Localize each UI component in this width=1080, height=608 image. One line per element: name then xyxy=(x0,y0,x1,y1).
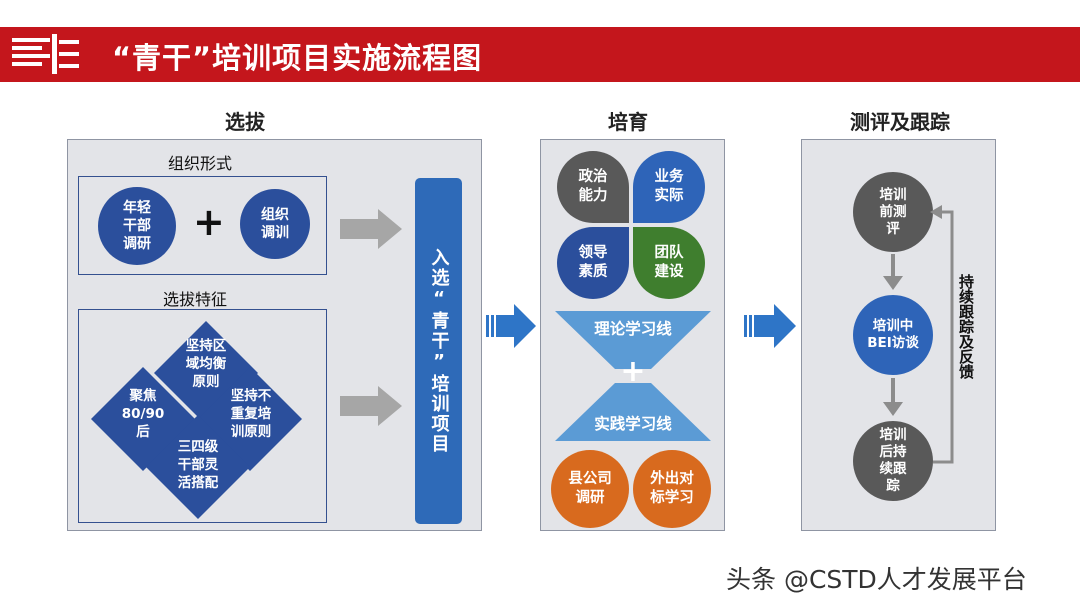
features-diamonds xyxy=(91,321,302,519)
feature-focus-80-90: 聚焦 80/90 后 xyxy=(121,388,165,440)
entry-banner-text: 入选“青干”培训项目 xyxy=(428,248,450,454)
entry-banner: 入选“青干”培训项目 xyxy=(415,178,462,524)
petal-team-building: 团队 建设 xyxy=(633,227,705,299)
petal-leadership-quality: 领导 素质 xyxy=(557,227,629,299)
feedback-loop-arrow xyxy=(930,205,954,464)
theory-line-label: 理论学习线 xyxy=(594,320,672,338)
arrow-right-icon xyxy=(486,304,536,348)
feature-no-repeat: 坚持不 重复培 训原则 xyxy=(230,388,272,440)
org-form-item-youth-research: 年轻 干部 调研 xyxy=(98,187,176,265)
county-company-research: 县公司 调研 xyxy=(551,450,629,528)
arrow-right-icon xyxy=(340,386,402,426)
header-bar xyxy=(0,27,1080,82)
diamond-flexible-mix xyxy=(146,415,250,519)
evaluation-title: 测评及跟踪 xyxy=(850,110,950,134)
plus-sign: + xyxy=(193,200,225,244)
practice-line-label: 实践学习线 xyxy=(594,415,672,433)
org-form-label: 组织形式 xyxy=(168,154,233,173)
hourglass-plus: + xyxy=(620,354,646,389)
feature-flexible-mix: 三四级 干部灵 活搭配 xyxy=(177,439,219,491)
arrow-down-icon xyxy=(883,378,903,416)
petal-political-ability: 政治 能力 xyxy=(557,151,629,223)
feature-regional-balance: 坚持区 域均衡 原则 xyxy=(185,338,227,390)
step-bei-interview: 培训中 BEI访谈 xyxy=(853,295,933,375)
selection-title: 选拔 xyxy=(225,110,265,134)
arrow-right-icon xyxy=(340,209,402,249)
hourglass-shape xyxy=(555,311,711,441)
features-label: 选拔特征 xyxy=(163,290,228,309)
cultivation-title: 培育 xyxy=(608,110,648,134)
external-benchmark-study: 外出对 标学习 xyxy=(633,450,711,528)
page-title: “青干”培训项目实施流程图 xyxy=(112,41,483,75)
step-post-training-tracking: 培训 后持 续跟 踪 xyxy=(853,421,933,501)
petal-business-practice: 业务 实际 xyxy=(633,151,705,223)
org-form-item-org-training: 组织 调训 xyxy=(240,189,310,259)
step-pre-training-assessment: 培训 前测 评 xyxy=(853,172,933,252)
logo-icon xyxy=(12,34,79,74)
watermark-text: 头条 @CSTD人才发展平台 xyxy=(726,565,1027,594)
arrow-right-icon xyxy=(744,304,796,348)
arrow-down-icon xyxy=(883,254,903,290)
feedback-label: 持续跟踪及反馈 xyxy=(957,274,975,379)
